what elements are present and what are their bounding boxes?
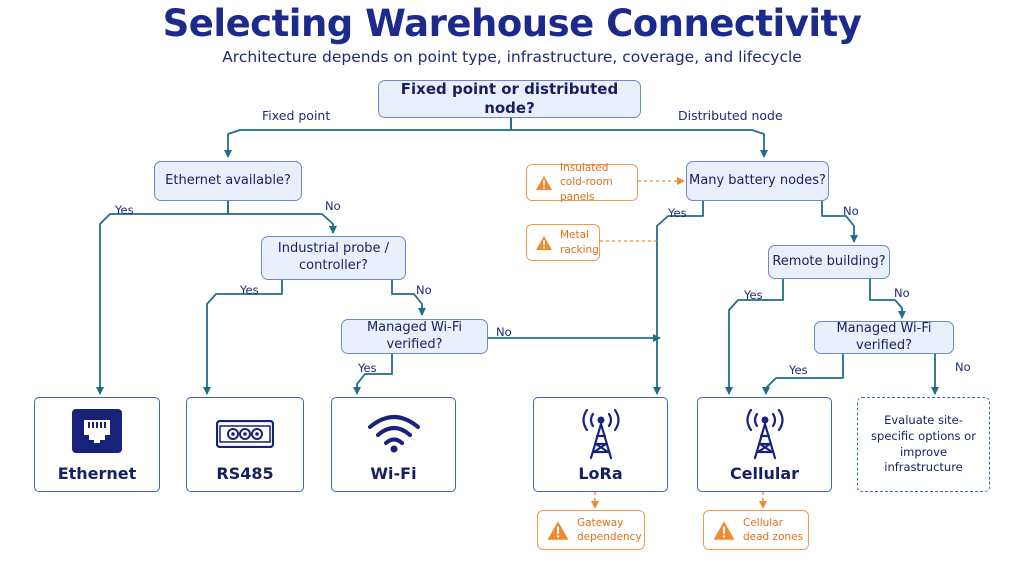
- edge-probe-no: [391, 280, 426, 316]
- warning-dead-zones: Cellular dead zones: [703, 510, 809, 550]
- outcome-wifi: Wi-Fi: [331, 397, 456, 492]
- outcome-ethernet: Ethernet: [34, 397, 160, 492]
- diagram-subtitle: Architecture depends on point type, infr…: [222, 48, 802, 66]
- warning-triangle-icon: [535, 235, 553, 251]
- edge-wifil-yes: [353, 354, 393, 395]
- branch-label-eth-no: No: [325, 199, 341, 213]
- outcome-label: LoRa: [578, 464, 623, 483]
- radio-tower-icon: [581, 408, 620, 460]
- edge-bat-yes: [653, 201, 704, 395]
- radio-tower-icon: [745, 408, 784, 460]
- branch-label-wifir-no: No: [955, 360, 971, 374]
- question-wifi-right: Managed Wi-Fi verified?: [814, 321, 954, 354]
- warning-text: Cellular dead zones: [743, 516, 804, 543]
- outcome-label: Wi-Fi: [370, 464, 417, 483]
- edge-root-distributed: [510, 118, 768, 158]
- branch-label-bat-no: No: [843, 204, 859, 218]
- outcome-label: Ethernet: [57, 464, 137, 483]
- outcome-lora: LoRa: [533, 397, 668, 492]
- outcome-rs485: RS485: [186, 397, 304, 492]
- outcome-label: RS485: [216, 464, 274, 483]
- outcome-evaluate: Evaluate site-specific options or improv…: [857, 397, 990, 492]
- edge-rem-yes: [725, 279, 784, 395]
- edge-rem-no: [869, 279, 906, 319]
- branch-label-wifil-yes: Yes: [358, 361, 377, 375]
- warning-text: Metal racking: [560, 229, 599, 256]
- question-wifi-left: Managed Wi-Fi verified?: [341, 319, 488, 354]
- wifi-icon: [367, 415, 420, 453]
- branch-label-bat-yes: Yes: [668, 206, 687, 220]
- diagram-title: Selecting Warehouse Connectivity: [162, 2, 862, 45]
- edge-probe-yes: [203, 280, 283, 395]
- rs485-terminal-icon: [216, 420, 274, 448]
- branch-label-wifil-no: No: [496, 325, 512, 339]
- branch-label-fixed: Fixed point: [262, 108, 331, 123]
- branch-label-rem-yes: Yes: [744, 288, 763, 302]
- branch-label-wifir-yes: Yes: [789, 363, 808, 377]
- branch-label-probe-yes: Yes: [240, 283, 259, 297]
- outcome-label: Cellular: [729, 464, 800, 483]
- question-battery: Many battery nodes?: [686, 161, 829, 201]
- edge-eth-yes: [96, 201, 229, 395]
- warning-metal-racking: Metal racking: [526, 224, 600, 261]
- branch-label-rem-no: No: [894, 286, 910, 300]
- question-root: Fixed point or distributed node?: [378, 80, 641, 118]
- warning-text: Gateway dependency: [577, 516, 642, 543]
- edge-root-fixed: [224, 118, 512, 158]
- question-ethernet: Ethernet available?: [154, 161, 302, 201]
- branch-label-distributed: Distributed node: [678, 108, 783, 123]
- branch-label-eth-yes: Yes: [115, 203, 134, 217]
- branch-label-probe-no: No: [416, 283, 432, 297]
- warning-triangle-icon: [546, 520, 570, 541]
- question-probe: Industrial probe / controller?: [261, 236, 406, 280]
- warning-cold-room: Insulated cold-room panels: [526, 162, 638, 203]
- outcome-cellular: Cellular: [697, 397, 832, 492]
- edge-wifir-yes: [762, 354, 844, 395]
- warning-text: Insulated cold-room panels: [560, 162, 613, 203]
- edge-eth-no: [227, 201, 337, 234]
- warning-triangle-icon: [712, 520, 736, 541]
- question-remote: Remote building?: [768, 245, 890, 279]
- ethernet-port-icon: [72, 409, 122, 453]
- warning-triangle-icon: [535, 175, 553, 191]
- warning-gateway: Gateway dependency: [537, 510, 645, 550]
- edge-bat-no: [821, 201, 858, 243]
